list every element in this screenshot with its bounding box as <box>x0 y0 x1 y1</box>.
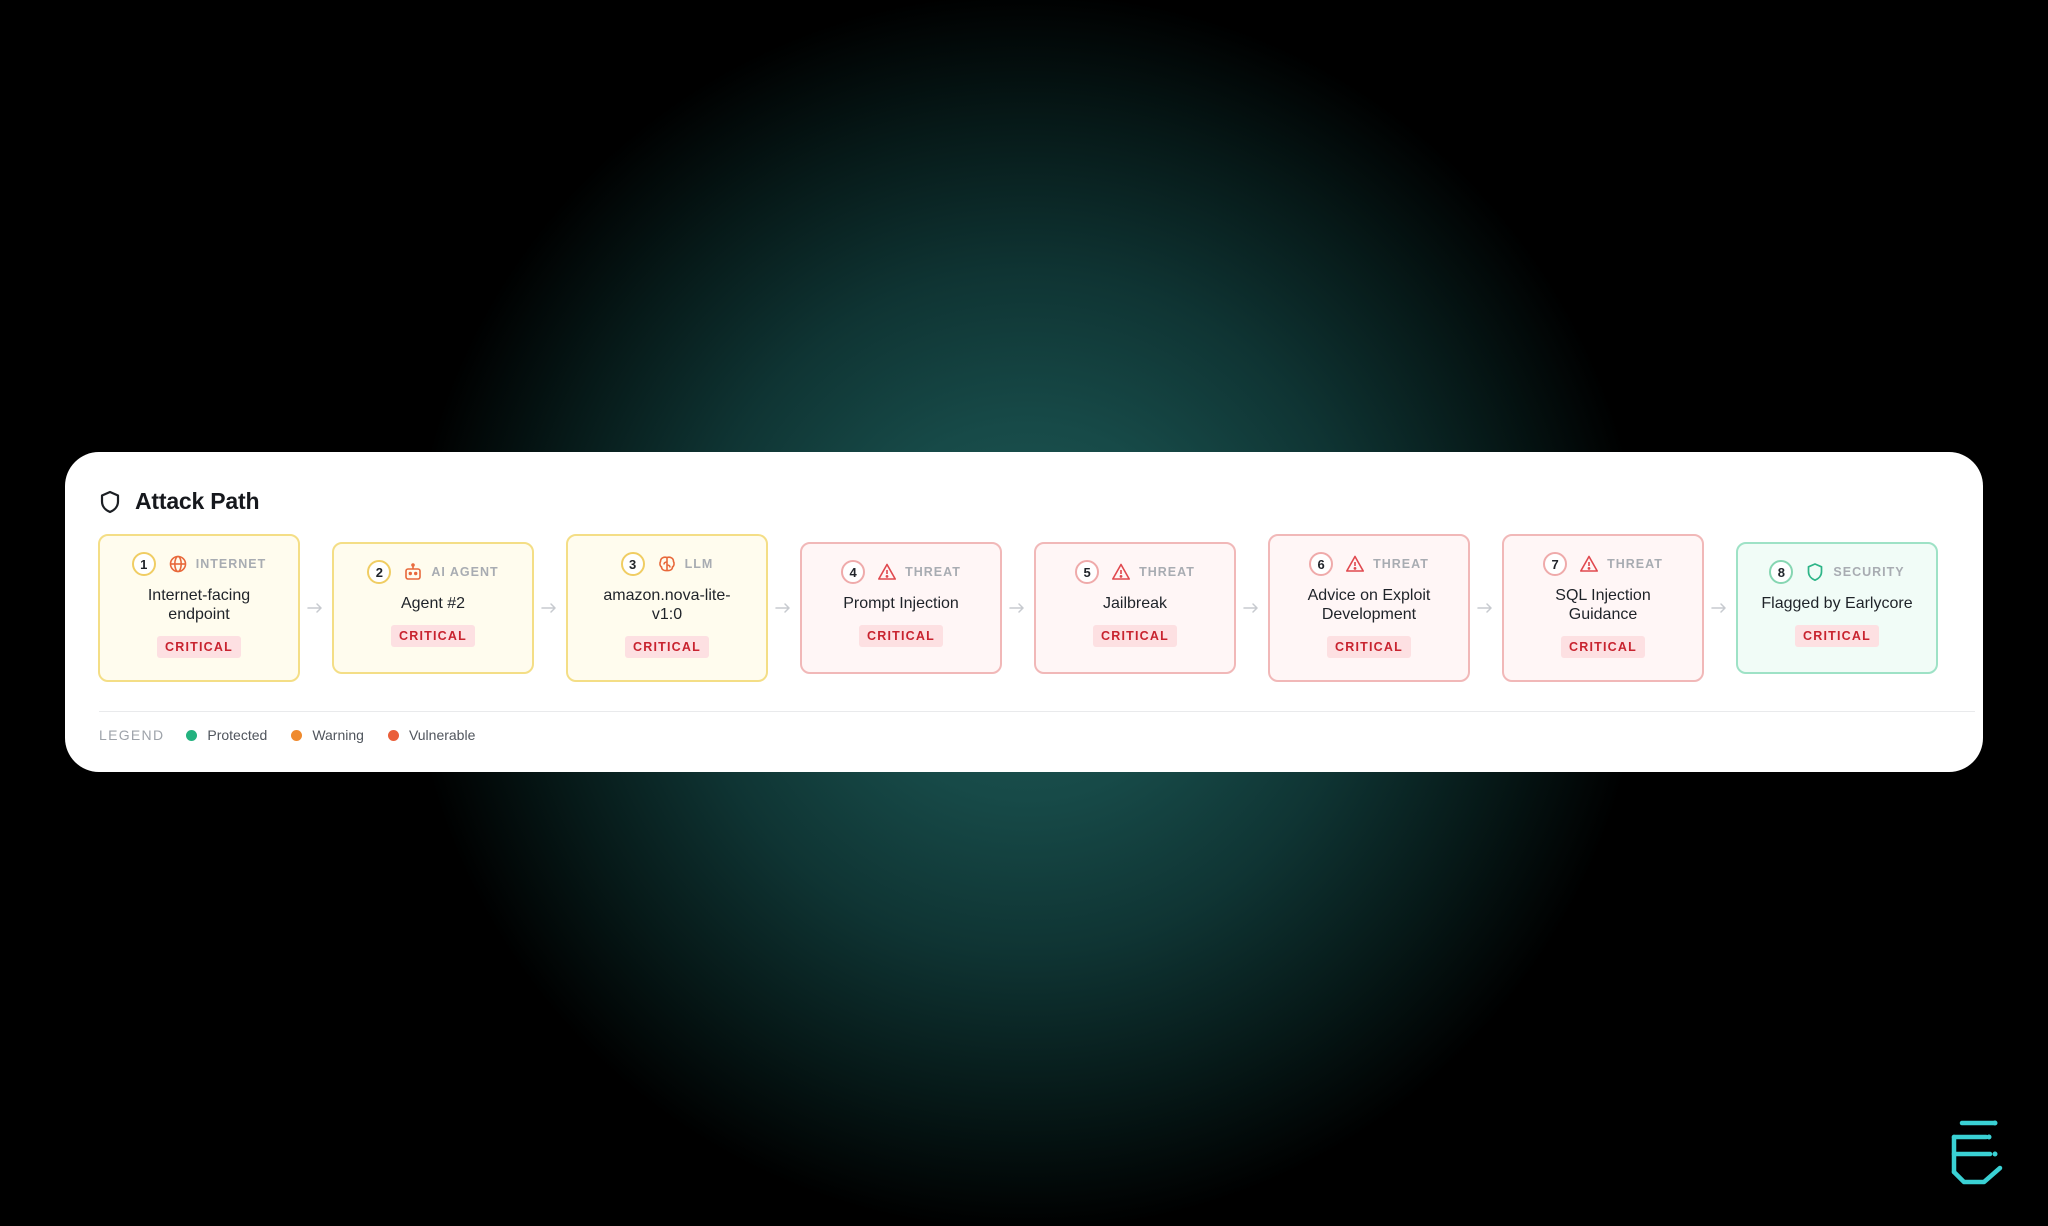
node-step-number: 5 <box>1075 560 1100 584</box>
node-header: 1 INTERNET <box>131 550 267 578</box>
protected-dot-icon <box>186 729 198 741</box>
node-title: SQL Injection Guidance <box>1555 587 1651 623</box>
node-type-label: THREAT <box>905 565 961 579</box>
severity-badge: CRITICAL <box>157 636 241 658</box>
attack-node-jailbreak[interactable]: 5 THREAT Jailbreak CRITICAL <box>1034 542 1236 674</box>
legend-label: Warning <box>312 727 364 743</box>
attack-node-security[interactable]: 8 SECURITY Flagged by Earlycore CRITICAL <box>1736 542 1938 674</box>
node-title: Advice on Exploit Development <box>1307 587 1431 623</box>
legend-item-warning: Warning <box>291 727 364 743</box>
legend-title: LEGEND <box>99 727 165 743</box>
warning-dot-icon <box>291 729 303 741</box>
node-step-number: 1 <box>131 552 156 576</box>
severity-badge: CRITICAL <box>1561 636 1645 658</box>
flow-arrow-icon <box>775 603 790 613</box>
attack-node-llm[interactable]: 3 LLM amazon.nova-lite- v1:0 CRITICAL <box>566 534 768 682</box>
robot-icon <box>405 563 422 580</box>
node-type-label: AI AGENT <box>431 565 499 579</box>
node-header: 2 AI AGENT <box>367 558 498 586</box>
node-header: 4 THREAT <box>841 558 961 586</box>
warning-triangle-icon <box>1580 555 1599 572</box>
severity-badge: CRITICAL <box>1327 636 1411 658</box>
node-type-label: SECURITY <box>1833 565 1905 579</box>
node-step-number: 8 <box>1769 560 1794 584</box>
earlycore-logo-icon <box>1951 1120 2003 1185</box>
flow-arrow-icon <box>307 603 322 613</box>
node-header: 6 THREAT <box>1309 550 1429 578</box>
warning-triangle-icon <box>878 563 897 580</box>
flow-arrow-icon <box>1477 603 1492 613</box>
legend: LEGEND Protected Warning Vulnerable <box>99 727 499 743</box>
divider <box>99 711 1975 712</box>
shield-outline-icon <box>100 490 120 513</box>
severity-badge: CRITICAL <box>391 625 475 647</box>
severity-badge: CRITICAL <box>1795 625 1879 647</box>
flow-arrow-icon <box>1711 603 1726 613</box>
node-title: Internet-facing endpoint <box>147 587 251 623</box>
node-title: Agent #2 <box>400 595 466 612</box>
attack-path-panel: Attack Path 1 INTERNET Internet-facing e… <box>65 452 1983 772</box>
severity-badge: CRITICAL <box>859 625 943 647</box>
node-title: Prompt Injection <box>843 595 959 612</box>
node-header: 7 THREAT <box>1543 550 1663 578</box>
node-type-label: LLM <box>684 557 714 571</box>
legend-item-vulnerable: Vulnerable <box>387 727 476 743</box>
node-step-number: 3 <box>620 552 645 576</box>
node-type-label: THREAT <box>1373 557 1429 571</box>
node-type-label: THREAT <box>1607 557 1663 571</box>
node-title: Flagged by Earlycore <box>1761 595 1913 612</box>
node-header: 5 THREAT <box>1075 558 1195 586</box>
attack-node-prompt-injection[interactable]: 4 THREAT Prompt Injection CRITICAL <box>800 542 1002 674</box>
severity-badge: CRITICAL <box>625 636 709 658</box>
panel-header: Attack Path <box>99 488 260 515</box>
attack-node-internet[interactable]: 1 INTERNET Internet-facing endpoint CRIT… <box>98 534 300 682</box>
attack-node-exploit-advice[interactable]: 6 THREAT Advice on Exploit Development C… <box>1268 534 1470 682</box>
node-step-number: 6 <box>1309 552 1334 576</box>
warning-triangle-icon <box>1346 555 1365 572</box>
panel-title: Attack Path <box>135 488 260 514</box>
node-title: amazon.nova-lite- v1:0 <box>603 587 731 623</box>
node-header: 3 LLM <box>620 550 714 578</box>
node-step-number: 4 <box>841 560 866 584</box>
flow-arrow-icon <box>1009 603 1024 613</box>
attack-node-sql-injection[interactable]: 7 THREAT SQL Injection Guidance CRITICAL <box>1502 534 1704 682</box>
shield-icon <box>1808 563 1823 582</box>
node-step-number: 2 <box>367 560 392 584</box>
node-header: 8 SECURITY <box>1769 558 1904 586</box>
attack-node-ai-agent[interactable]: 2 AI AGENT Agent #2 CRITICAL <box>332 542 534 674</box>
vulnerable-dot-icon <box>387 729 399 741</box>
brain-icon <box>658 556 675 572</box>
flow-arrow-icon <box>1243 603 1258 613</box>
warning-triangle-icon <box>1112 563 1131 580</box>
legend-label: Vulnerable <box>408 727 476 743</box>
flow-arrow-icon <box>541 603 556 613</box>
node-type-label: THREAT <box>1139 565 1195 579</box>
node-step-number: 7 <box>1543 552 1568 576</box>
globe-icon <box>169 555 187 573</box>
attack-path-flow: 1 INTERNET Internet-facing endpoint CRIT… <box>98 534 1938 684</box>
node-title: Jailbreak <box>1102 595 1168 612</box>
severity-badge: CRITICAL <box>1093 625 1177 647</box>
node-type-label: INTERNET <box>195 557 267 571</box>
legend-label: Protected <box>207 727 268 743</box>
legend-item-protected: Protected <box>186 727 267 743</box>
